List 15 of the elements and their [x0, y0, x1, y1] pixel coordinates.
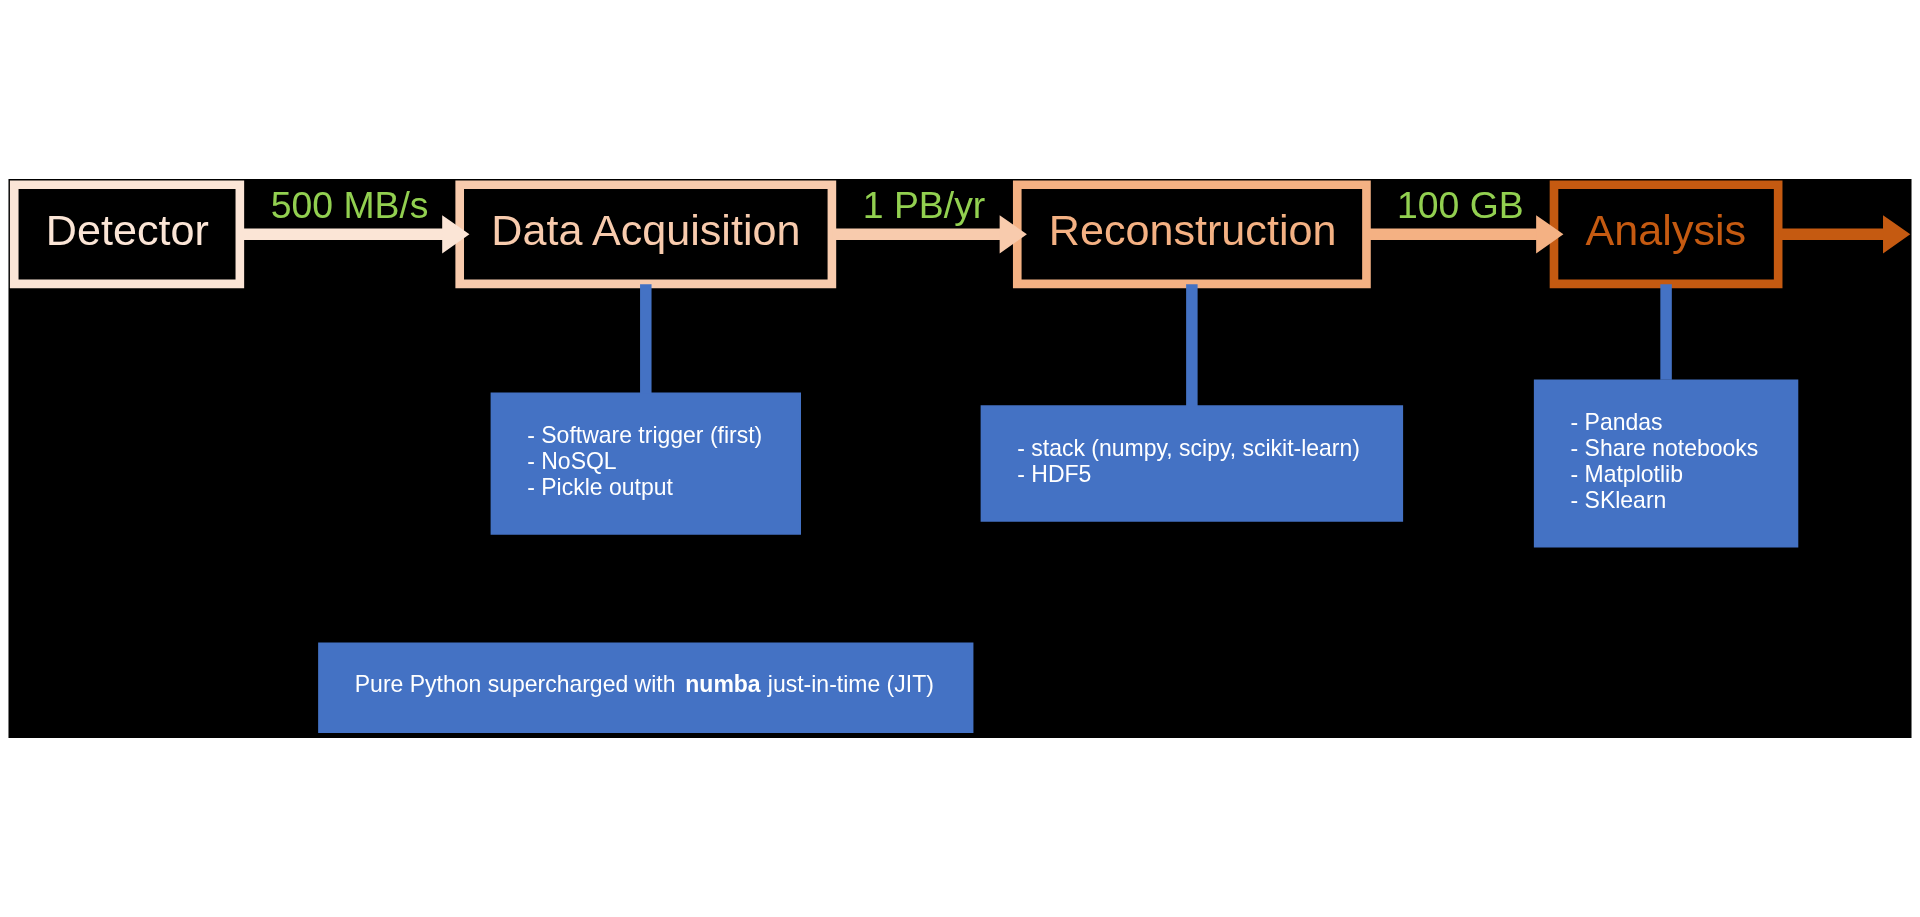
node-box: - stack (numpy, scipy, scikit-learn) - HDF5: [980, 405, 1404, 522]
edge-label: 100 GB: [1397, 184, 1524, 227]
node-box: Pure Python supercharged with numba just-in-time (JIT): [318, 642, 974, 733]
node-box: Analysis: [1549, 180, 1783, 289]
edge-label: 1 PB/yr: [862, 184, 986, 227]
node-box: - Software trigger (first) - NoSQL - Pickle output: [490, 392, 801, 535]
connector: [1660, 284, 1672, 380]
node-box: Reconstruction: [1012, 180, 1371, 289]
connector: [1186, 284, 1198, 407]
edge-label: 500 MB/s: [270, 184, 429, 227]
node-box: Detector: [9, 180, 245, 289]
arrow: [1367, 215, 1564, 254]
node-box: Data Acquisition: [455, 180, 837, 289]
node-box: - Pandas - Share notebooks - Matplotlib - SKlearn: [1533, 379, 1799, 548]
connector: [640, 284, 652, 393]
